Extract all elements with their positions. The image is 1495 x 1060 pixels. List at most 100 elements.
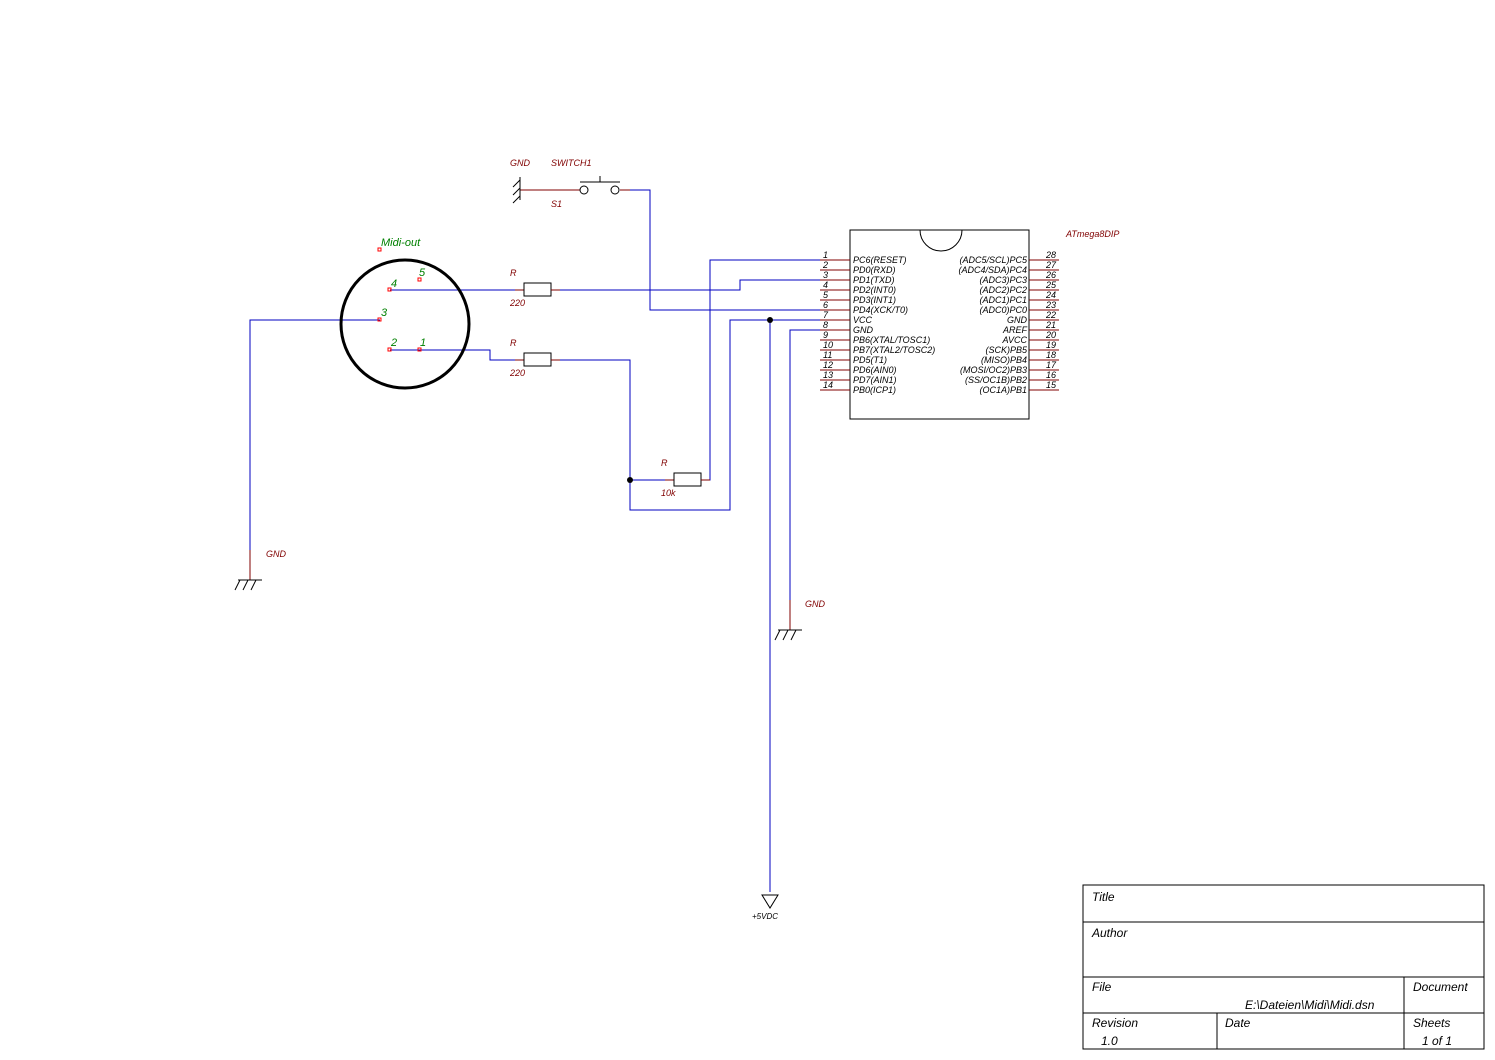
- mcu-pin-name: PD5(T1): [853, 355, 887, 365]
- wire-r2-to-junction: [552, 359, 631, 480]
- connector-pin-1: 1: [420, 337, 426, 349]
- mcu-pin-number: 5: [823, 290, 829, 300]
- switch-gnd-label: GND: [510, 158, 531, 168]
- mcu-pin-name: AREF: [1002, 325, 1028, 335]
- resistor-r3: [665, 472, 710, 487]
- file-path: E:\Dateien\Midi\Midi.dsn: [1245, 998, 1375, 1012]
- title-label: Title: [1092, 890, 1115, 904]
- document-label: Document: [1413, 980, 1468, 994]
- mcu-pin-number: 28: [1045, 250, 1056, 260]
- r3-value: 10k: [661, 488, 676, 498]
- mcu-pin-number: 25: [1045, 280, 1057, 290]
- connector-pin-2: 2: [390, 337, 397, 349]
- mcu-pin-name: PD3(INT1): [853, 295, 896, 305]
- title-block: [1082, 884, 1485, 1050]
- mcu-pin-name: (MISO)PB4: [981, 355, 1027, 365]
- sheets-label: Sheets: [1413, 1016, 1450, 1030]
- midi-connector: [339, 247, 471, 390]
- wire-r3-to-reset: [702, 259, 820, 481]
- mcu-pin-name: GND: [1007, 315, 1028, 325]
- mcu-pin-name: (MOSI/OC2)PB3: [960, 365, 1027, 375]
- mcu-atmega8: [849, 229, 1030, 420]
- switch-ref-label: SWITCH1: [551, 158, 592, 168]
- mcu-pin-name: (OC1A)PB1: [979, 385, 1027, 395]
- mcu-name: ATmega8DIP: [1065, 229, 1119, 239]
- wire-mcu-gnd: [789, 329, 820, 600]
- connector-name: Midi-out: [381, 237, 421, 249]
- wire-pin2-to-r2: [390, 349, 522, 361]
- wire-r1-to-pd1: [552, 279, 820, 291]
- wire-junction-to-vcc: [629, 319, 820, 511]
- resistor-r2: [515, 352, 560, 367]
- mcu-pin-name: PB7(XTAL2/TOSC2): [853, 345, 935, 355]
- r3-ref: R: [661, 458, 668, 468]
- r1-value: 220: [509, 298, 525, 308]
- mcu-pin-number: 8: [823, 320, 828, 330]
- junction-dot: [767, 317, 773, 323]
- mcu-pin-name: GND: [853, 325, 874, 335]
- mcu-pin-number: 9: [823, 330, 828, 340]
- wire-switch-to-pd4: [630, 189, 820, 311]
- mcu-pin-name: (SCK)PB5: [985, 345, 1028, 355]
- mcu-pin-name: (ADC0)PC0: [979, 305, 1027, 315]
- mcu-pin-number: 11: [823, 350, 832, 360]
- r1-ref: R: [510, 268, 517, 278]
- mcu-pin-number: 26: [1045, 270, 1056, 280]
- mcu-pin-number: 1: [823, 250, 828, 260]
- revision-value: 1.0: [1101, 1034, 1118, 1048]
- switch-designator-label: S1: [551, 199, 562, 209]
- mcu-pin-number: 21: [1045, 320, 1056, 330]
- author-label: Author: [1091, 926, 1128, 940]
- mcu-pin-name: PD7(AIN1): [853, 375, 897, 385]
- mcu-pin-number: 15: [1046, 380, 1057, 390]
- connector-pin-3: 3: [381, 307, 388, 319]
- mcu-pin-number: 7: [823, 310, 829, 320]
- r2-value: 220: [509, 368, 525, 378]
- mcu-pin-number: 16: [1046, 370, 1056, 380]
- mcu-pin-number: 12: [823, 360, 833, 370]
- mcu-pin-number: 4: [823, 280, 828, 290]
- vcc-supply-symbol: [761, 894, 779, 909]
- vcc-label: +5VDC: [752, 912, 778, 921]
- mcu-pin-number: 22: [1045, 310, 1056, 320]
- mcu-pin-number: 13: [823, 370, 833, 380]
- sheets-value: 1 of 1: [1422, 1034, 1452, 1048]
- mcu-pin-number: 24: [1045, 290, 1056, 300]
- mcu-pin-name: (ADC1)PC1: [979, 295, 1027, 305]
- mcu-pin-name: PC6(RESET): [853, 255, 907, 265]
- mcu-pin-number: 19: [1046, 340, 1056, 350]
- mcu-pin-number: 2: [822, 260, 828, 270]
- wire-pin3-to-gnd: [249, 319, 380, 550]
- mcu-pin-name: VCC: [853, 315, 873, 325]
- mcu-pin-number: 27: [1045, 260, 1057, 270]
- push-switch: [512, 176, 630, 204]
- mcu-pin-number: 17: [1046, 360, 1057, 370]
- connector-pin-4: 4: [391, 278, 397, 290]
- date-label: Date: [1225, 1016, 1251, 1030]
- wires: [249, 189, 820, 892]
- mcu-pin-name: (ADC5/SCL)PC5: [959, 255, 1028, 265]
- mcu-pin-number: 23: [1045, 300, 1056, 310]
- mcu-pin-name: PD4(XCK/T0): [853, 305, 908, 315]
- mcu-pin-number: 10: [823, 340, 833, 350]
- mcu-pin-name: PD1(TXD): [853, 275, 895, 285]
- mcu-pin-name: (ADC2)PC2: [979, 285, 1027, 295]
- revision-label: Revision: [1092, 1016, 1138, 1030]
- resistor-r1: [515, 282, 560, 297]
- junction-dot: [627, 477, 633, 483]
- mcu-pin-number: 20: [1045, 330, 1056, 340]
- mcu-pin-number: 6: [823, 300, 828, 310]
- connector-pin-5: 5: [419, 267, 426, 279]
- mcu-pin-name: (ADC4/SDA)PC4: [958, 265, 1027, 275]
- ground-symbol-right: [774, 600, 802, 641]
- mcu-pin-name: (SS/OC1B)PB2: [965, 375, 1027, 385]
- gnd-right-label: GND: [805, 599, 826, 609]
- gnd-left-label: GND: [266, 549, 287, 559]
- mcu-pin-name: (ADC3)PC3: [979, 275, 1027, 285]
- mcu-pin-name: PD2(INT0): [853, 285, 896, 295]
- mcu-pin-number: 14: [823, 380, 833, 390]
- mcu-pin-name: PD6(AIN0): [853, 365, 897, 375]
- r2-ref: R: [510, 338, 517, 348]
